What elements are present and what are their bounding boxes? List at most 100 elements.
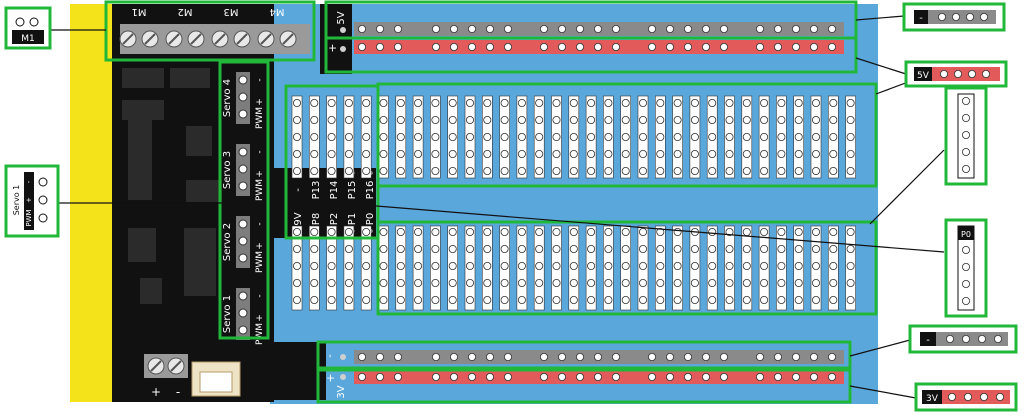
grid-hole — [414, 278, 423, 287]
rail-hole — [357, 24, 366, 33]
grid-hole — [812, 99, 821, 108]
servo-pin — [238, 253, 248, 263]
grid-hole — [708, 227, 717, 236]
rail-hole — [485, 352, 494, 361]
grid-hole — [829, 116, 838, 125]
grid-hole — [569, 99, 578, 108]
callout-hole — [982, 70, 991, 79]
grid-hole — [742, 132, 751, 141]
grid-hole — [362, 278, 371, 287]
grid-hole — [639, 149, 648, 158]
callout-m1 — [4, 6, 52, 50]
rail-hole — [485, 24, 494, 33]
rail-hole — [449, 24, 458, 33]
grid-column-bottom — [672, 225, 683, 311]
grid-hole — [673, 166, 682, 175]
grid-hole — [535, 244, 544, 253]
grid-hole — [535, 116, 544, 125]
grid-hole — [517, 244, 526, 253]
grid-hole — [846, 261, 855, 270]
rail-hole — [503, 43, 512, 52]
callout-hole — [962, 279, 971, 288]
rail-hole — [576, 24, 585, 33]
servo-pin-label: + — [255, 170, 265, 178]
callout-hole — [994, 334, 1003, 343]
grid-hole — [292, 244, 301, 253]
motor-terminals — [119, 24, 310, 54]
grid-hole — [569, 132, 578, 141]
rail-hole — [810, 24, 819, 33]
grid-hole — [794, 278, 803, 287]
grid-hole — [344, 116, 353, 125]
grid-column-bottom — [637, 225, 649, 311]
rail-hole — [756, 43, 765, 52]
rail-hole — [540, 43, 549, 52]
grid-hole — [414, 261, 423, 270]
callout-gnd-bottom-label: - — [926, 335, 930, 346]
jst-connector — [191, 361, 241, 397]
grid-column-bottom — [793, 225, 805, 311]
grid-hole — [552, 99, 561, 108]
callout-lines — [50, 15, 947, 399]
rail-hole — [720, 372, 729, 381]
grid-hole — [708, 244, 717, 253]
grid-hole — [569, 261, 578, 270]
grid-hole — [794, 166, 803, 175]
grid-column-bottom — [516, 225, 528, 311]
rail-hole — [756, 352, 765, 361]
pcb-components — [122, 68, 222, 304]
grid-hole — [483, 166, 492, 175]
pin-label-P2: P2 — [329, 213, 340, 225]
rail-hole — [774, 352, 783, 361]
grid-hole — [292, 295, 301, 304]
grid-hole — [829, 99, 838, 108]
grid-hole — [327, 132, 336, 141]
rail-hole — [576, 372, 585, 381]
grid-hole — [396, 278, 405, 287]
grid-hole — [396, 116, 405, 125]
callout-hole — [962, 245, 971, 254]
rail-hole — [431, 372, 440, 381]
grid-hole — [812, 227, 821, 236]
grid-hole — [639, 116, 648, 125]
screw-slot — [190, 33, 202, 45]
grid-hole — [292, 99, 301, 108]
servo-pin — [238, 92, 248, 102]
grid-hole — [639, 261, 648, 270]
grid-column-bottom — [827, 225, 839, 311]
grid-hole — [725, 295, 734, 304]
grid-hole — [310, 278, 319, 287]
grid-hole — [327, 278, 336, 287]
rail-hole — [828, 24, 837, 33]
grid-hole — [639, 166, 648, 175]
rail-hole — [594, 352, 603, 361]
grid-hole — [327, 166, 336, 175]
grid-hole — [639, 132, 648, 141]
rail-hole — [720, 43, 729, 52]
grid-hole — [725, 116, 734, 125]
pin-label-P1: P1 — [347, 213, 358, 225]
grid-column-top — [447, 95, 459, 179]
grid-hole — [846, 116, 855, 125]
grid-hole — [760, 278, 769, 287]
rail-hole — [375, 352, 384, 361]
grid-hole — [569, 166, 578, 175]
rail-hole — [485, 43, 494, 52]
grid-hole — [846, 227, 855, 236]
rail-hole — [485, 372, 494, 381]
grid-hole — [777, 261, 786, 270]
grid-hole — [673, 132, 682, 141]
grid-hole — [829, 149, 838, 158]
grid-column-bottom — [308, 225, 320, 311]
callout-servo1-pin-label: + — [25, 197, 33, 203]
grid-hole — [742, 244, 751, 253]
grid-hole — [448, 261, 457, 270]
rail-hole — [576, 352, 585, 361]
rail-hole — [540, 372, 549, 381]
rail-hole — [503, 24, 512, 33]
callout-5v-label: 5V — [917, 71, 930, 81]
pin-label-P8: P8 — [311, 213, 322, 225]
grid-column-bottom — [585, 225, 597, 311]
grid-hole — [431, 295, 440, 304]
